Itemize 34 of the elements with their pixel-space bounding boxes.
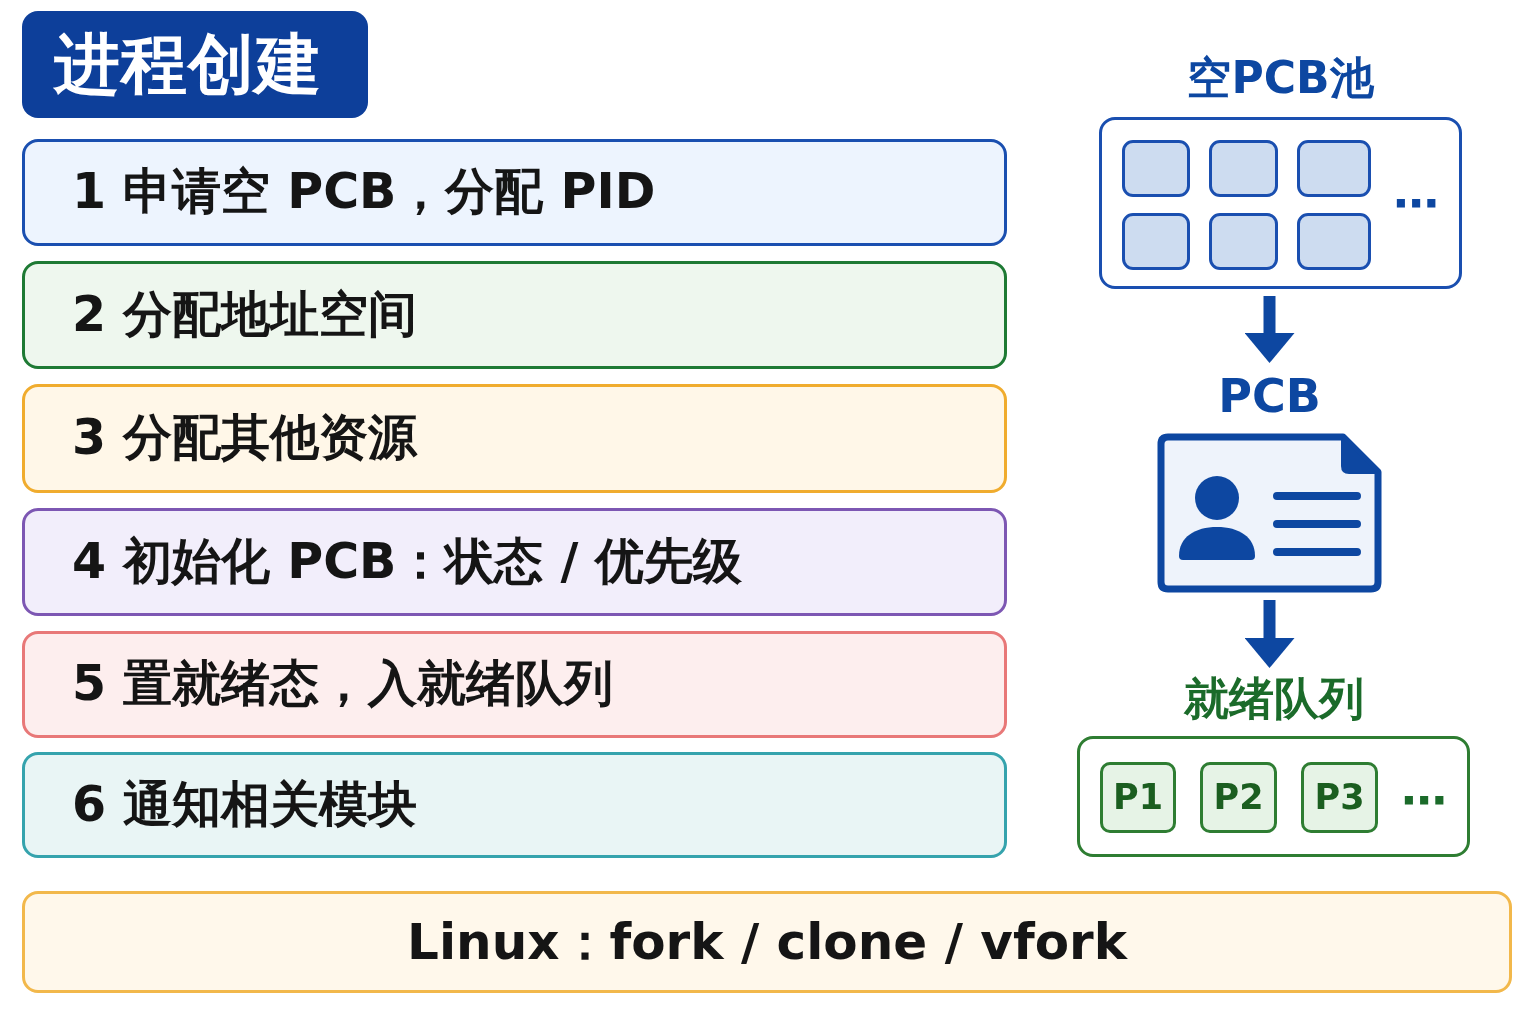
step-box [22,384,1007,493]
ellipsis: ⋯ [1401,777,1447,823]
step-box [22,261,1007,369]
step-box [22,631,1007,738]
pool-title: 空PCB池 [1187,53,1374,103]
pcb-slot [1209,140,1278,197]
step-text: 3 分配其他资源 [72,409,418,468]
ellipsis: ⋯ [1393,180,1439,226]
step-text: 4 初始化 PCB：状态 / 优先级 [72,532,743,592]
pcb-slot [1297,140,1371,197]
arrow [1244,296,1295,363]
pcb-slot [1122,213,1190,270]
pcb-slot [1122,140,1190,197]
step-text: 1 申请空 PCB，分配 PID [72,163,656,222]
process-tile [1100,762,1176,833]
page-title: 进程创建 [22,11,368,118]
pcb-title: PCB [1218,370,1321,422]
pcb-slot [1209,213,1278,270]
step-text: 6 通知相关模块 [72,775,418,835]
step-box [22,508,1007,616]
step-text: 5 置就绪态，入就绪队列 [72,655,614,714]
process-label: P1 [1113,780,1163,815]
banner-text: Linux：fork / clone / vfork [407,912,1127,972]
step-box [22,752,1007,858]
platform-banner [22,891,1512,993]
pcb-slot [1297,213,1371,270]
step-box [22,139,1007,246]
process-tile [1301,762,1378,833]
queue-title: 就绪队列 [1183,674,1364,724]
process-label: P2 [1213,780,1264,815]
process-tile [1200,762,1277,833]
process-label: P3 [1314,780,1365,815]
arrow [1244,600,1295,668]
step-text: 2 分配地址空间 [72,285,418,345]
